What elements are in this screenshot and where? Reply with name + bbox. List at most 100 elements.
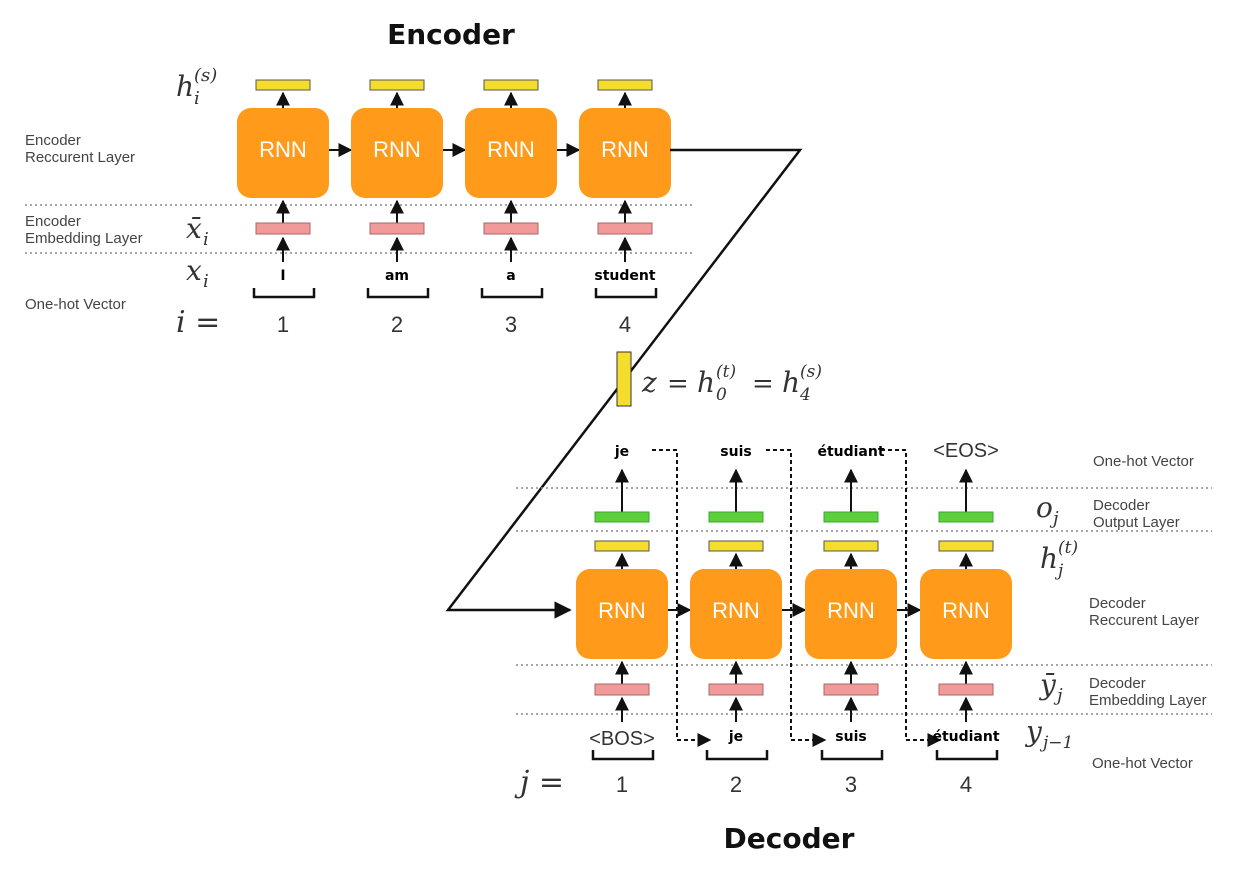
- decoder-rnn-cell: [920, 569, 1012, 659]
- encoder-embedding: [369, 222, 425, 235]
- encoder-rnn-cell: [465, 108, 557, 198]
- encoder-onehot-bracket: [480, 288, 544, 299]
- svg-text:h: h: [782, 366, 800, 399]
- decoder-output-layer: [823, 511, 879, 523]
- encoder-embedding: [255, 222, 311, 235]
- decoder-output-symbol: o j: [1036, 491, 1059, 529]
- encoder-rnn-cell: [237, 108, 329, 198]
- decoder-onehot-bracket: [820, 750, 884, 761]
- svg-text:ȳ: ȳ: [1038, 668, 1057, 701]
- decoder-recurrent-layer-label: Decoder Reccurent Layer: [1089, 595, 1199, 629]
- encoder-onehot-bracket: [252, 288, 316, 299]
- decoder-feedback-arrow: [766, 449, 827, 747]
- svg-text:y: y: [1024, 715, 1043, 748]
- decoder-embed-symbol: ȳ j: [1038, 668, 1063, 706]
- decoder-input-word: suis: [835, 729, 866, 745]
- decoder-hidden-symbol: h (t) j: [1040, 538, 1078, 581]
- svg-text:(t): (t): [716, 362, 736, 382]
- decoder-input-symbol: y j−1: [1024, 715, 1073, 753]
- encoder-rnn-cell: [579, 108, 671, 198]
- svg-text:=: =: [667, 369, 689, 399]
- encoder-recurrent-layer-label: Encoder Reccurent Layer: [25, 132, 135, 166]
- decoder-output-word: je: [614, 444, 629, 460]
- decoder-onehot-bracket: [591, 750, 655, 761]
- encoder-embedding: [483, 222, 539, 235]
- decoder-output-layer: [938, 511, 994, 523]
- context-equation: z = h (t) 0 = h (s) 4: [641, 362, 822, 405]
- decoder-feedback-arrow: [881, 449, 942, 747]
- context-vector-z: [616, 351, 632, 407]
- svg-text:=: =: [752, 369, 774, 399]
- encoder-index: 1: [277, 312, 289, 337]
- svg-text:x: x: [186, 254, 202, 287]
- encoder-hidden-state: [369, 79, 425, 91]
- decoder-input-word: étudiant: [932, 729, 999, 745]
- decoder-columns: jeRNN<BOS>1suisRNNje2étudiantRNNsuis3<EO…: [576, 440, 1012, 797]
- encoder-input-symbol: x i: [186, 254, 209, 292]
- decoder-hidden-state: [594, 540, 650, 552]
- decoder-title: Decoder: [724, 822, 855, 855]
- svg-text:h: h: [697, 366, 715, 399]
- encoder-column: RNN a 3: [465, 79, 581, 337]
- encoder-embedding: [597, 222, 653, 235]
- decoder-output-layer: [594, 511, 650, 523]
- decoder-embedding: [594, 683, 650, 696]
- encoder-index: 2: [391, 312, 403, 337]
- svg-text:j: j: [1053, 685, 1063, 706]
- encoder-hidden-state: [255, 79, 311, 91]
- encoder-hidden-symbol: h (s) i: [176, 65, 217, 109]
- encoder-input-word: student: [594, 268, 655, 284]
- decoder-index: 2: [730, 772, 742, 797]
- svg-text:(s): (s): [194, 65, 217, 86]
- decoder-index: 4: [960, 772, 972, 797]
- encoder-onehot-bracket: [594, 288, 658, 299]
- decoder-input-word: je: [728, 729, 743, 745]
- svg-text:(t): (t): [1058, 538, 1078, 558]
- decoder-rnn-label: RNN: [827, 598, 875, 623]
- svg-text:x̄: x̄: [186, 212, 202, 245]
- decoder-rnn-label: RNN: [712, 598, 760, 623]
- svg-text:i: i: [203, 271, 209, 292]
- svg-text:h: h: [176, 70, 194, 103]
- decoder-onehot-top-label: One-hot Vector: [1093, 453, 1194, 470]
- svg-text:0: 0: [716, 385, 727, 405]
- decoder-index-symbol: j =: [514, 765, 564, 800]
- decoder-rnn-label: RNN: [598, 598, 646, 623]
- encoder-rnn-label: RNN: [259, 137, 307, 162]
- encoder-rnn-cell: [351, 108, 443, 198]
- encoder-hidden-state: [483, 79, 539, 91]
- encoder-input-word: a: [506, 268, 515, 284]
- decoder-embedding: [708, 683, 764, 696]
- svg-text:j−1: j−1: [1039, 733, 1073, 753]
- decoder-onehot-bracket: [705, 750, 769, 761]
- decoder-index: 1: [616, 772, 628, 797]
- decoder-output-layer-label: Decoder Output Layer: [1093, 497, 1180, 531]
- encoder-onehot-label: One-hot Vector: [25, 296, 126, 313]
- encoder-rnn-label: RNN: [487, 137, 535, 162]
- decoder-onehot-bracket: [935, 750, 999, 761]
- svg-text:o: o: [1036, 491, 1053, 524]
- encoder-rnn-label: RNN: [601, 137, 649, 162]
- decoder-onehot-bottom-label: One-hot Vector: [1092, 755, 1193, 772]
- encoder-embed-symbol: x̄ i: [186, 212, 209, 250]
- decoder-rnn-label: RNN: [942, 598, 990, 623]
- decoder-embedding: [938, 683, 994, 696]
- decoder-input-word: <BOS>: [589, 728, 655, 750]
- decoder-rnn-cell: [805, 569, 897, 659]
- svg-text:(s): (s): [800, 362, 822, 382]
- decoder-feedback-arrow: [652, 449, 712, 747]
- svg-text:i: i: [203, 229, 209, 250]
- decoder-output-word: étudiant: [817, 444, 884, 460]
- decoder-column: <EOS> RNN étudiant 4: [920, 440, 1012, 797]
- encoder-input-word: am: [385, 268, 409, 284]
- decoder-hidden-state: [823, 540, 879, 552]
- decoder-output-word: <EOS>: [933, 440, 999, 462]
- encoder-index: 3: [505, 312, 517, 337]
